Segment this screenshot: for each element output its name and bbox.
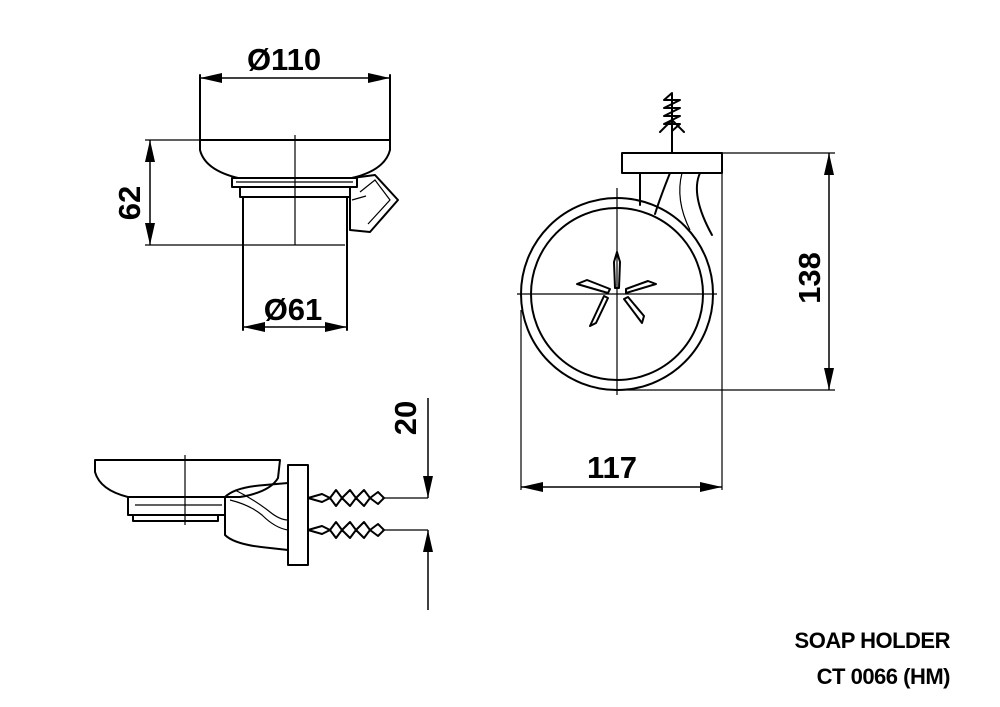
- side-view: [94, 455, 428, 566]
- dim-label-wall-offset: 20: [388, 401, 423, 435]
- screw-lower: [307, 521, 385, 539]
- model-code: CT 0066 (HM): [816, 664, 951, 689]
- dim-label-depth: 117: [587, 450, 637, 485]
- dim-label-bowl-diameter: Ø110: [247, 42, 321, 77]
- dim-base-diameter: Ø61: [243, 292, 347, 332]
- dim-bowl-diameter: Ø110: [200, 42, 390, 83]
- front-view: [517, 92, 835, 490]
- product-title: SOAP HOLDER: [794, 628, 951, 653]
- dim-height-front: 138: [792, 153, 834, 390]
- screw-upper: [307, 489, 385, 507]
- screw-top: [659, 92, 685, 154]
- drain-star: [576, 251, 657, 327]
- dim-wall-offset: 20: [388, 398, 433, 610]
- dim-height-side: 62: [112, 140, 155, 245]
- dim-label-base-diameter: Ø61: [264, 292, 323, 327]
- dim-label-height-front: 138: [792, 252, 827, 304]
- top-view: [145, 74, 399, 331]
- dim-label-height-side: 62: [112, 186, 147, 220]
- dim-depth: 117: [521, 450, 722, 492]
